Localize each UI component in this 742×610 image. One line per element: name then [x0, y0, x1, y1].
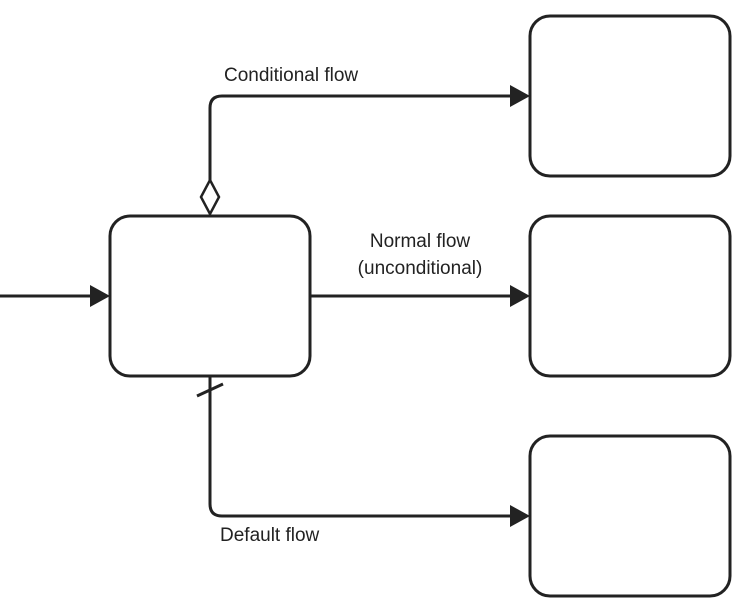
conditional-flow-arrowhead [510, 85, 530, 107]
conditional-flow-label: Conditional flow [224, 65, 358, 86]
conditional-flow[interactable] [199, 85, 530, 217]
default-flow[interactable] [196, 376, 530, 527]
default-flow-arrowhead [510, 505, 530, 527]
incoming-flow[interactable] [0, 285, 110, 307]
normal-flow-sublabel: (unconditional) [358, 258, 483, 279]
target-task-node-bottom[interactable] [528, 434, 732, 598]
target-task-node-top[interactable] [528, 14, 732, 178]
target-task-node-middle[interactable] [528, 214, 732, 378]
source-task-node[interactable] [108, 214, 312, 378]
normal-flow-label: Normal flow [370, 231, 471, 252]
normal-flow[interactable] [310, 285, 530, 307]
default-slash-marker [196, 382, 224, 398]
conditional-diamond-marker [199, 177, 221, 217]
incoming-flow-arrowhead [90, 285, 110, 307]
normal-flow-arrowhead [510, 285, 530, 307]
default-flow-label: Default flow [220, 525, 320, 546]
conditional-flow-line [208, 94, 512, 182]
default-flow-line [208, 376, 512, 518]
